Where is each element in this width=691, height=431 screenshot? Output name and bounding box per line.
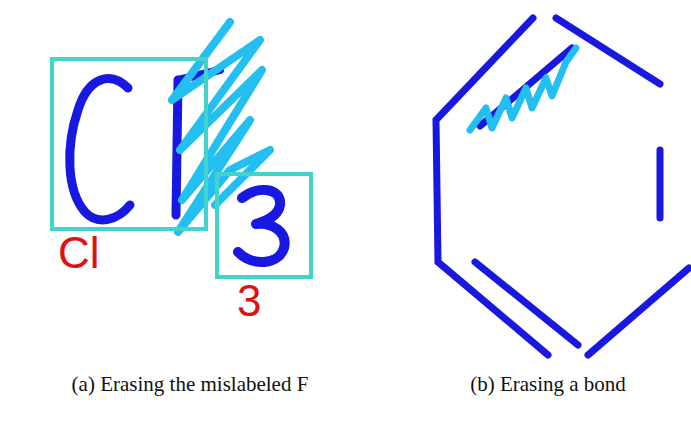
panel-caption: (a) Erasing the mislabeled F <box>72 372 309 397</box>
recognition-box: 3 <box>215 172 313 279</box>
recognition-box: Cl <box>50 57 208 231</box>
erase-scribble <box>172 22 270 232</box>
panel-caption: (b) Erasing a bond <box>470 372 626 397</box>
recognized-label: 3 <box>237 279 261 323</box>
benzene-ring <box>436 18 689 355</box>
erase-scribble <box>470 48 576 130</box>
recognized-label: Cl <box>58 231 100 275</box>
handwritten-three <box>238 190 285 262</box>
handwritten-c <box>70 79 130 220</box>
